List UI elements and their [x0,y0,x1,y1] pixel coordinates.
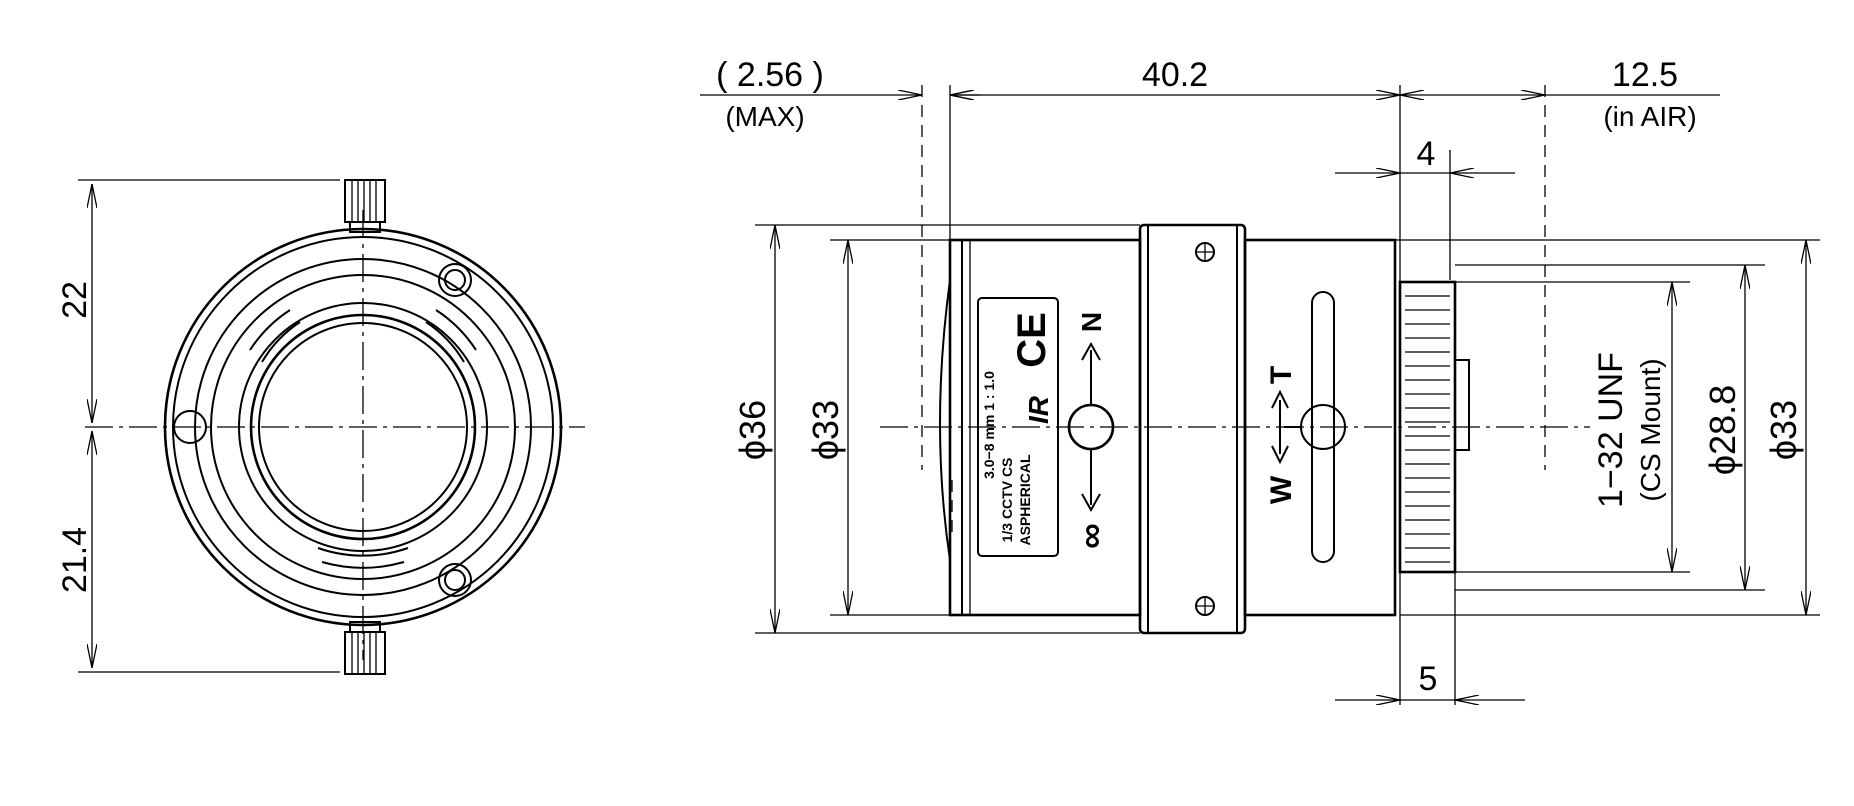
zoom-tele-label: T [1265,366,1298,384]
dim-mount-dia: ϕ28.8 [1702,385,1743,475]
dim-max-note: (MAX) [725,101,804,132]
dim-mount-depth: 5 [1419,660,1438,698]
dim-back-focus-note: (in AIR) [1603,101,1696,132]
front-top-knob [344,179,386,233]
lens-label-line2: 1/3 CCTV CS [999,458,1015,543]
lens-label-line1: 3.0−8 mm 1 : 1.0 [981,371,997,479]
dim-body-length: 40.2 [1142,56,1208,94]
dim-rear-dia: ϕ33 [1763,400,1804,460]
dim-back-focus: 12.5 [1612,56,1678,94]
side-view: 3.0−8 mm 1 : 1.0 1/3 CCTV CS ASPHERICAL … [700,56,1820,705]
lens-label-line3: ASPHERICAL [1017,454,1033,545]
dim-thread-note: (CS Mount) [1635,358,1666,501]
dim-thread: 1−32 UNF [1592,352,1630,508]
ce-mark: CE [1010,312,1054,368]
front-dim-lower: 21.4 [56,527,94,593]
dim-front-dia: ϕ33 [805,400,846,460]
ir-mark: IR [1023,395,1054,424]
front-bottom-knob [344,621,386,675]
front-dim-upper: 22 [56,281,94,319]
front-view: 22 21.4 [56,179,585,675]
dim-max: ( 2.56 ) [716,56,824,94]
focus-far-label: ∞ [1070,523,1111,549]
dim-flange: 4 [1417,135,1436,173]
dim-outer-dia: ϕ36 [732,400,773,460]
zoom-wide-label: W [1265,475,1298,504]
lens-label-plate: 3.0−8 mm 1 : 1.0 1/3 CCTV CS ASPHERICAL … [977,297,1059,557]
zoom-lever [1284,291,1346,563]
zoom-indicator: T W [1265,366,1298,504]
focus-near-label: N [1076,312,1107,332]
focus-indicator: N ∞ [1067,312,1115,549]
